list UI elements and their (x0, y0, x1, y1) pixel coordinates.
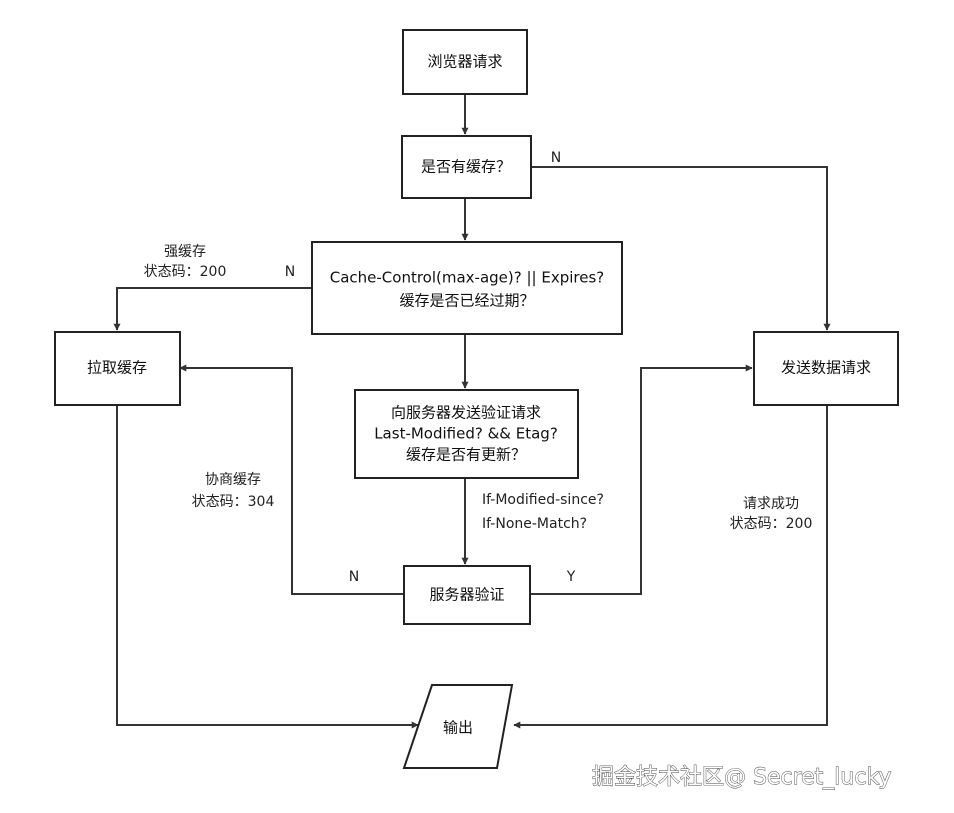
node-has-cache: 是否有缓存？ (401, 135, 532, 199)
node-validate-request-line2: Last-Modified? && Etag? (374, 425, 558, 443)
label-no-cache-n: N (551, 150, 561, 166)
node-check-expired-line1: Cache-Control(max-age)? || Expires? (330, 269, 605, 287)
label-request-success-line2: 状态码：200 (730, 516, 813, 532)
node-server-validate: 服务器验证 (403, 565, 531, 625)
node-server-validate-label: 服务器验证 (429, 586, 504, 604)
edge-send-request-to-output (513, 405, 828, 729)
edge-fetch-cache-to-output (116, 405, 419, 729)
node-check-expired-line2: 缓存是否已经过期？ (399, 292, 534, 310)
edge-not-expired-to-fetch-cache (113, 287, 312, 331)
node-output: 输出 (402, 684, 514, 769)
label-modified-y: Y (566, 569, 576, 585)
label-validate-header-line1: If-Modified-since? (482, 492, 604, 508)
node-has-cache-label: 是否有缓存？ (421, 158, 511, 176)
label-validate-header-line2: If-None-Match? (482, 516, 587, 532)
label-strong-cache-line1: 强缓存 (164, 244, 206, 260)
label-not-expired-n: N (285, 264, 295, 280)
label-not-modified-n: N (349, 569, 359, 585)
node-validate-request: 向服务器发送验证请求 Last-Modified? && Etag? 缓存是否有… (354, 389, 579, 479)
node-browser-request: 浏览器请求 (402, 29, 528, 95)
edge-not-modified-to-fetch-cache (179, 364, 404, 595)
node-send-data-request: 发送数据请求 (753, 331, 899, 406)
node-validate-request-line3: 缓存是否有更新？ (406, 446, 526, 464)
label-request-success-line1: 请求成功 (743, 496, 799, 512)
node-validate-request-line1: 向服务器发送验证请求 (391, 404, 541, 422)
label-negotiated-cache-line2: 状态码：304 (192, 494, 275, 510)
watermark: 掘金技术社区@ Secret_lucky (592, 765, 891, 790)
node-fetch-cache-label: 拉取缓存 (87, 359, 147, 377)
node-fetch-cache: 拉取缓存 (54, 331, 181, 406)
edge-no-cache-to-send-request (531, 166, 831, 331)
label-strong-cache-line2: 状态码：200 (144, 264, 227, 280)
edge-modified-to-send-request (530, 364, 753, 595)
node-browser-request-label: 浏览器请求 (427, 53, 502, 71)
label-negotiated-cache-line1: 协商缓存 (205, 472, 261, 488)
node-check-expired: Cache-Control(max-age)? || Expires? 缓存是否… (311, 241, 623, 335)
node-output-label: 输出 (443, 719, 473, 737)
node-send-data-request-label: 发送数据请求 (781, 359, 871, 377)
